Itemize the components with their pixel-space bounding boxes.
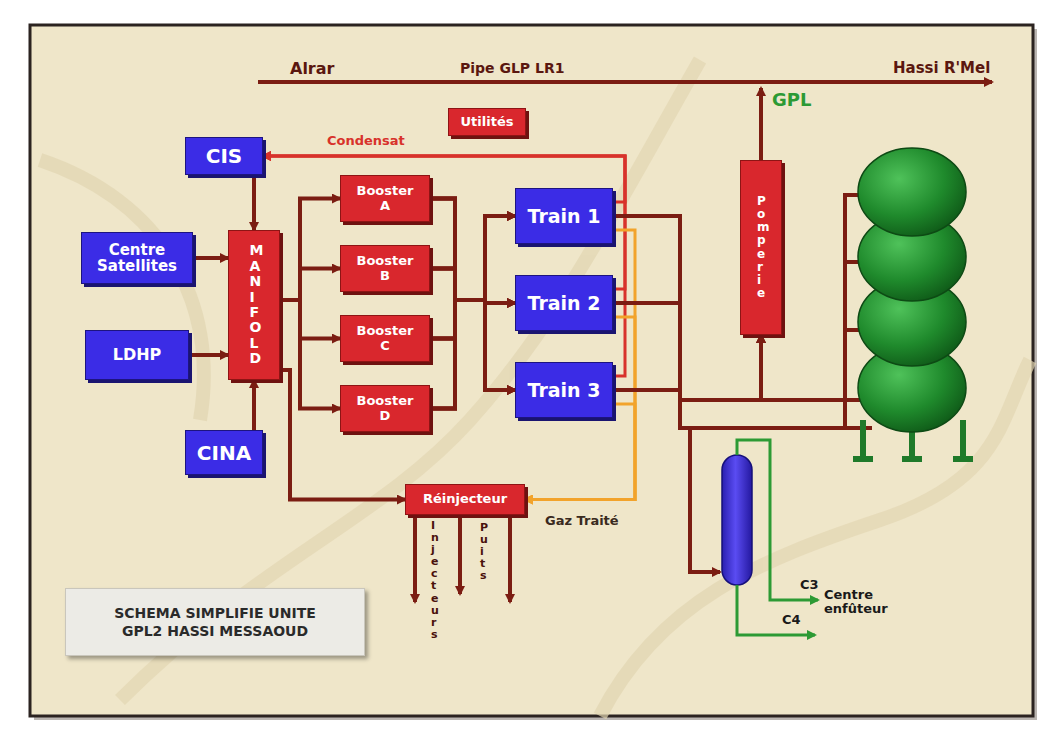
pump-station: Pomperie (740, 160, 782, 335)
product-lines (690, 428, 720, 572)
process-line (430, 300, 515, 409)
box-label: Centre Satellites (82, 242, 192, 275)
condensate-line (263, 156, 625, 289)
injection-lines (413, 515, 417, 602)
diagram-title: SCHEMA SIMPLIFIE UNITE GPL2 HASSI MESSAO… (100, 604, 330, 640)
process-line (430, 269, 515, 391)
injection-lines (508, 515, 512, 602)
panel-frame (30, 25, 1037, 720)
product-lines (845, 328, 860, 332)
title-box: SCHEMA SIMPLIFIE UNITE GPL2 HASSI MESSAO… (65, 588, 365, 656)
train-box: Train 1 (515, 188, 613, 244)
line-label: Gaz Traité (543, 514, 621, 528)
product-name: C3 (800, 578, 819, 592)
train-box: Train 3 (515, 362, 613, 418)
process-line (430, 300, 515, 339)
manifold-box: MANIFOLD (228, 230, 280, 380)
injection-lines (415, 515, 510, 602)
process-line (252, 380, 256, 430)
process-line (280, 199, 340, 301)
source-box: CINA (185, 430, 263, 475)
process-line (430, 300, 515, 409)
process-line (430, 199, 515, 391)
injection-lines (458, 515, 462, 594)
product-name: GPL (772, 90, 811, 110)
column-outlets (737, 440, 818, 635)
process-line (430, 216, 515, 339)
panel-frame (30, 25, 1033, 716)
pipeline (258, 80, 992, 84)
box-label: Booster B (354, 254, 416, 283)
box-label: Train 3 (528, 380, 601, 401)
box-label: Booster A (354, 184, 416, 213)
pipeline (258, 82, 992, 160)
vertical-label: MANIFOLD (249, 243, 257, 366)
process-line (613, 216, 761, 400)
outlet-name: Puits (480, 522, 486, 582)
vertical-label: Pomperie (757, 195, 764, 301)
distillation-column (722, 455, 752, 585)
process-line (430, 199, 515, 301)
booster-box: Booster C (340, 315, 430, 362)
process-line (252, 175, 256, 230)
condensate-line (263, 156, 625, 376)
storage-spheres (858, 148, 966, 236)
source-box: LDHP (85, 330, 189, 380)
source-box: CIS (185, 137, 263, 175)
line-label: Condensat (325, 134, 407, 148)
box-label: CIS (206, 145, 243, 167)
box-label: CINA (197, 442, 251, 464)
box-label: Utilités (461, 115, 514, 129)
process-line (430, 300, 515, 390)
distillation-column (722, 455, 752, 585)
booster-box: Booster B (340, 245, 430, 292)
storage-spheres (853, 148, 973, 462)
train-box: Train 2 (515, 275, 613, 331)
process-line (280, 300, 340, 339)
box-label: Booster D (354, 394, 416, 423)
box-label: LDHP (113, 346, 162, 364)
booster-box: Booster A (340, 175, 430, 222)
box-label: Train 2 (528, 293, 601, 314)
column-outlets (737, 585, 815, 635)
treated-gas-line (525, 404, 635, 500)
line-end-name: Hassi R'Mel (893, 60, 990, 77)
process-line (430, 269, 515, 304)
background-swirl (40, 60, 1030, 716)
pipeline-name: Pipe GLP LR1 (460, 61, 564, 76)
destination-name: Centre enfûteur (824, 588, 906, 617)
process-line (430, 216, 515, 409)
background-swirl (40, 160, 204, 420)
process-line (613, 303, 761, 400)
outlet-name: Injecteurs (431, 520, 437, 641)
booster-box: Booster D (340, 385, 430, 432)
utility-box: Utilités (448, 108, 526, 136)
box-label: Train 1 (528, 206, 601, 227)
column-outlets (737, 440, 818, 600)
storage-spheres (902, 456, 922, 462)
storage-spheres (860, 420, 866, 460)
line-end-name: Alrar (290, 60, 334, 78)
storage-spheres (853, 456, 873, 462)
box-label: Booster C (354, 324, 416, 353)
process-line (189, 353, 228, 357)
process-line (613, 335, 761, 400)
background-swirl (600, 360, 1030, 716)
reinjector-box: Réinjecteur (405, 484, 525, 515)
storage-spheres (953, 456, 973, 462)
pipeline (759, 88, 763, 160)
process-line (193, 256, 228, 260)
process-line (430, 216, 515, 300)
source-box: Centre Satellites (81, 232, 193, 284)
product-name: C4 (782, 613, 801, 627)
box-label: Réinjecteur (423, 492, 507, 506)
storage-spheres (960, 420, 966, 460)
process-line (280, 269, 340, 301)
